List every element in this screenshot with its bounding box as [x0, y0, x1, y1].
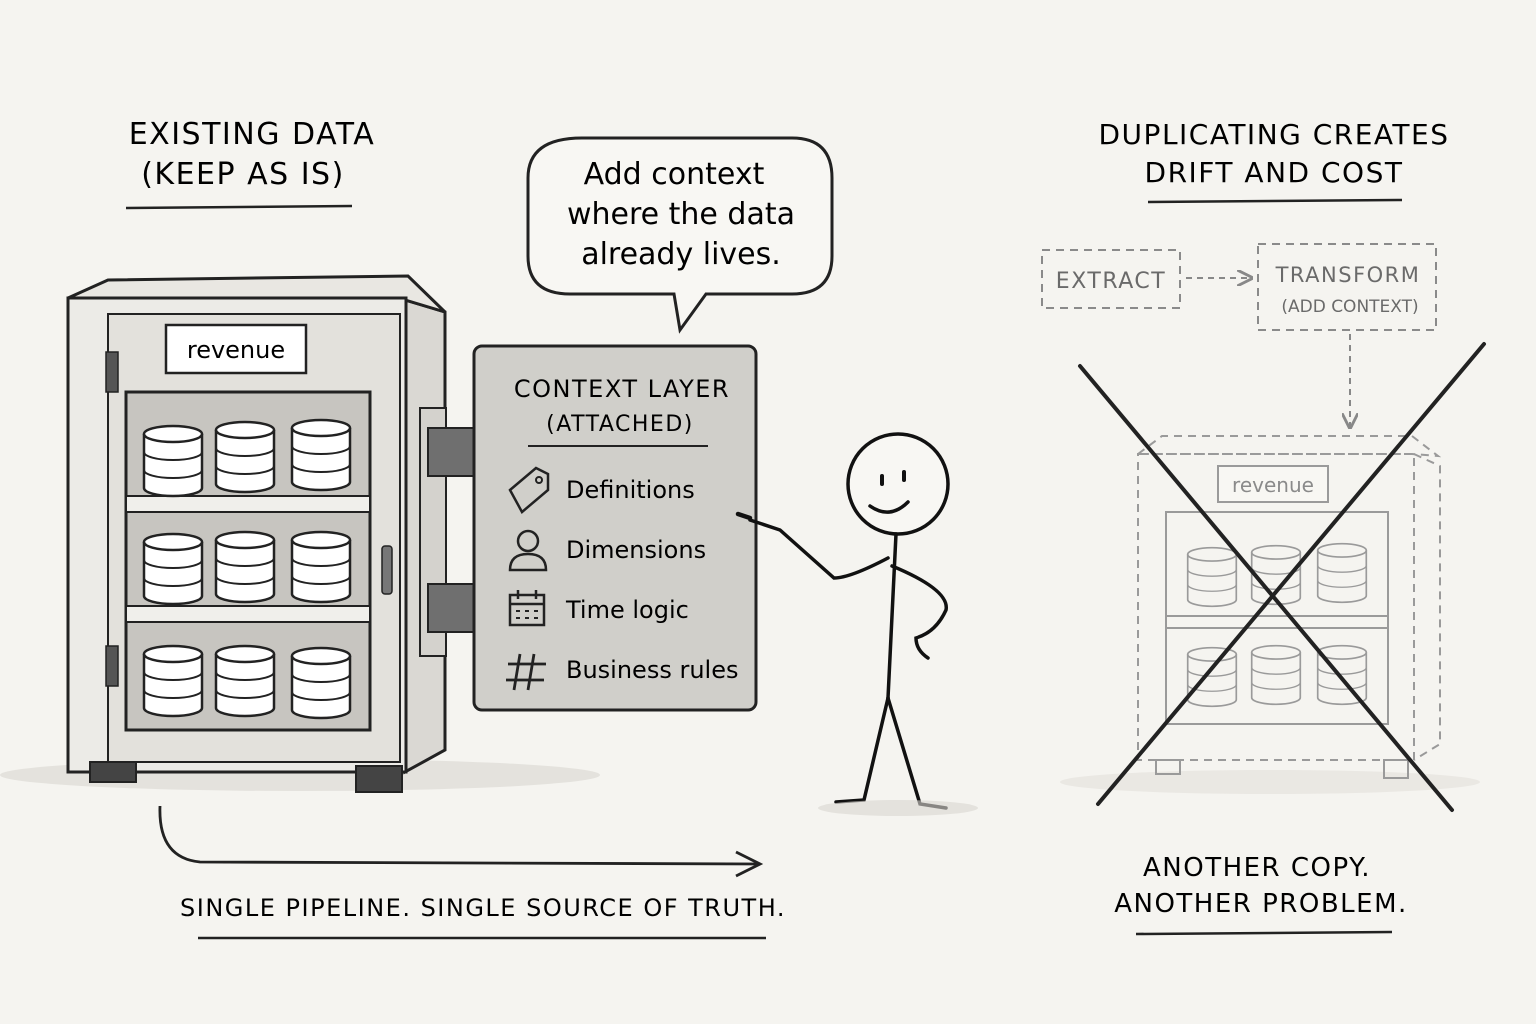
database-cylinder: [290, 418, 352, 492]
cross-out-icon: [1078, 342, 1486, 812]
right-footer-underline: [1135, 930, 1393, 936]
cabinet-label-box: [164, 323, 308, 375]
left-footer: SINGLE PIPELINE. SINGLE SOURCE OF TRUTH.: [180, 894, 786, 922]
transform-box: [1257, 243, 1437, 331]
hinge-connector-bottom: [427, 583, 479, 633]
database-cylinder: [142, 644, 204, 718]
left-title-line2: (KEEP AS IS): [141, 157, 345, 192]
context-item-dimensions: Dimensions: [566, 536, 706, 564]
database-cylinder: [142, 424, 204, 498]
data-cabinet: revenue: [0, 274, 600, 793]
shelf-1: [125, 495, 371, 513]
figure-shadow: [818, 800, 978, 816]
context-layer-panel: CONTEXT LAYER (ATTACHED) Definitions Dim…: [472, 344, 758, 712]
right-title-line2: DRIFT AND COST: [1145, 156, 1404, 189]
context-panel-title-line2: (ATTACHED): [546, 412, 694, 437]
stick-figure: [735, 432, 950, 810]
right-footer-line1: ANOTHER COPY.: [1143, 853, 1371, 883]
database-cylinder: [290, 530, 352, 604]
database-cylinder: [214, 644, 276, 718]
right-title-line1: DUPLICATING CREATES: [1099, 118, 1450, 151]
tag-icon: [508, 466, 550, 514]
calendar-icon: [508, 590, 546, 627]
pipeline-arrow: [158, 805, 764, 878]
left-hinge-bottom: [105, 645, 119, 687]
speech-line1: Add context: [584, 157, 765, 192]
context-panel-title-line1: CONTEXT LAYER: [514, 375, 730, 403]
cabinet-handle: [381, 545, 393, 595]
context-item-business-rules: Business rules: [566, 656, 738, 684]
shelf-2: [125, 605, 371, 623]
copy-cabinet-label: revenue: [1232, 473, 1314, 497]
speech-bubble: Add context where the data already lives…: [526, 136, 834, 334]
database-cylinder: [214, 420, 276, 494]
cabinet-label: revenue: [187, 336, 285, 364]
etl-flow: EXTRACT TRANSFORM (ADD CONTEXT): [1041, 243, 1437, 426]
left-title: EXISTING DATA (KEEP AS IS): [125, 117, 376, 210]
left-title-underline: [125, 204, 353, 210]
database-cylinder: [142, 532, 204, 606]
left-title-line1: EXISTING DATA: [129, 117, 376, 152]
cabinet-foot: [89, 761, 137, 783]
hinge-connector-top: [427, 427, 479, 477]
left-hinge-top: [105, 351, 119, 393]
context-item-definitions: Definitions: [566, 476, 695, 504]
person-icon: [508, 529, 548, 572]
hash-icon: [506, 653, 546, 691]
speech-line2: where the data: [567, 197, 795, 232]
cabinet-foot: [355, 765, 403, 793]
right-title: DUPLICATING CREATES DRIFT AND COST: [1099, 118, 1450, 204]
transform-label-line1: TRANSFORM: [1275, 263, 1421, 287]
right-title-underline: [1147, 198, 1403, 204]
database-cylinder: [214, 530, 276, 604]
duplicate-cabinet: [1060, 435, 1480, 794]
extract-label: EXTRACT: [1056, 269, 1166, 294]
context-item-time-logic: Time logic: [565, 596, 689, 624]
transform-label-line2: (ADD CONTEXT): [1281, 297, 1418, 317]
database-cylinder: [290, 646, 352, 720]
speech-line3: already lives.: [581, 237, 781, 272]
right-footer-line2: ANOTHER PROBLEM.: [1114, 889, 1408, 919]
